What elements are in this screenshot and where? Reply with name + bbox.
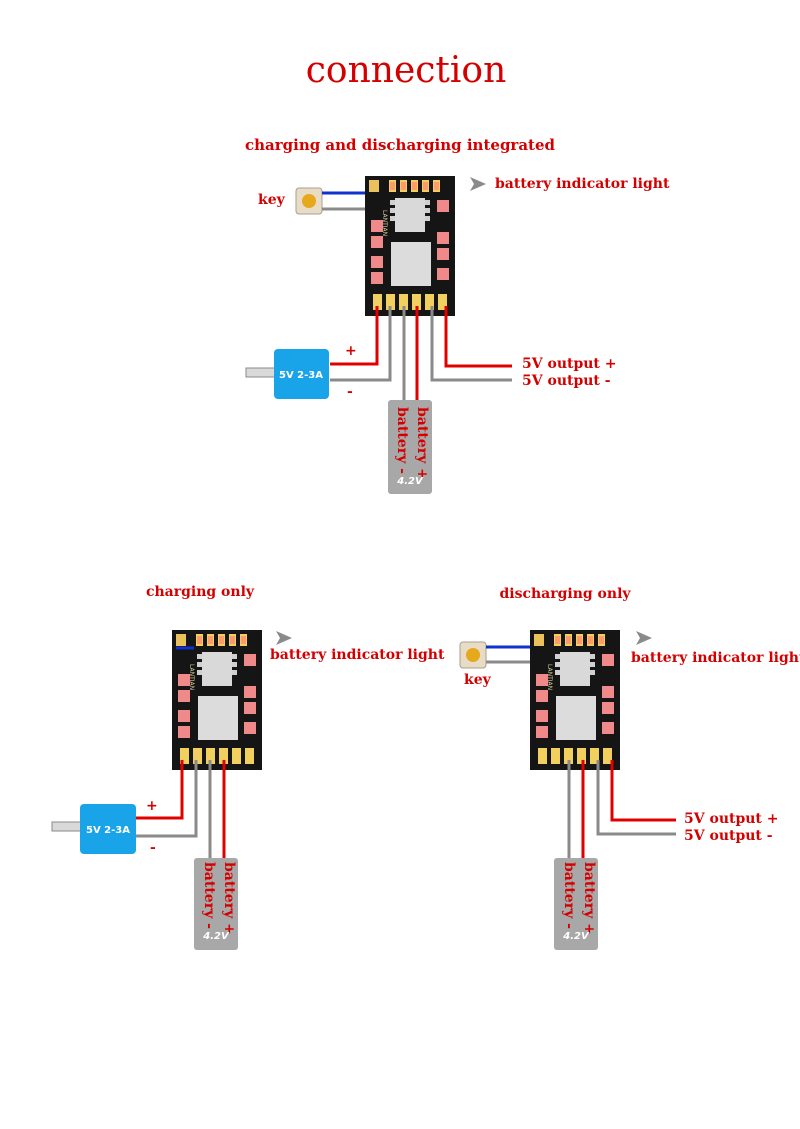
battery-plus-label-1: battery + xyxy=(414,407,430,480)
key-label-3: key xyxy=(464,672,492,688)
key-button-3 xyxy=(466,648,480,662)
adapter-plus-sign-1: + xyxy=(345,343,357,359)
adapter-wire-plus-2 xyxy=(136,760,184,820)
battery-voltage-3: 4.2V xyxy=(562,931,590,942)
output-wire-plus-3 xyxy=(610,760,676,822)
output-wire-minus-1 xyxy=(430,306,512,382)
diagram-integrated: charging and discharging integrated key … xyxy=(245,136,670,494)
output-plus-label-1: 5V output + xyxy=(522,356,617,372)
indicator-arrow-1 xyxy=(470,177,486,191)
indicator-label-1: battery indicator light xyxy=(495,176,670,192)
adapter-1 xyxy=(274,349,329,399)
page-title: connection xyxy=(306,50,507,91)
pcb-module-1: LANTIAN xyxy=(365,176,455,316)
adapter-plug-2 xyxy=(51,821,83,832)
diagram-1-heading: charging and discharging integrated xyxy=(245,136,556,154)
output-plus-label-3: 5V output + xyxy=(684,811,779,827)
pcb-module-3: LANTIAN xyxy=(530,630,620,770)
adapter-label-2: 5V 2-3A xyxy=(86,825,130,836)
output-minus-label-3: 5V output - xyxy=(684,828,773,844)
battery-1 xyxy=(388,400,432,494)
battery-3 xyxy=(554,858,598,950)
key-button-1 xyxy=(302,194,316,208)
adapter-minus-sign-2: - xyxy=(150,840,156,856)
adapter-wire-minus-2 xyxy=(136,760,198,838)
adapter-plug-1 xyxy=(245,367,277,378)
pcb-mark-1: LANTIAN xyxy=(381,210,388,236)
key-label-1: key xyxy=(258,192,286,208)
adapter-label-1: 5V 2-3A xyxy=(279,370,323,381)
battery-plus-label-2: battery + xyxy=(221,862,237,935)
battery-minus-label-3: battery - xyxy=(561,862,577,929)
pcb-module-2: LANTIAN xyxy=(172,630,262,770)
pcb-mark-2: LANTIAN xyxy=(188,664,195,690)
battery-voltage-1: 4.2V xyxy=(396,476,424,487)
battery-2 xyxy=(194,858,238,950)
battery-minus-label-1: battery - xyxy=(394,407,410,474)
diagram-2-heading: charging only xyxy=(146,584,255,600)
output-minus-label-1: 5V output - xyxy=(522,373,611,389)
adapter-minus-sign-1: - xyxy=(347,384,353,400)
indicator-label-3: battery indicator light xyxy=(631,650,800,666)
output-wire-plus-1 xyxy=(444,306,512,368)
pcb-mark-3: LANTIAN xyxy=(546,664,553,690)
diagram-charging-only: charging only LANTIAN battery indicator … xyxy=(51,584,445,950)
adapter-wire-minus-1 xyxy=(330,306,392,382)
adapter-plus-sign-2: + xyxy=(146,798,158,814)
battery-minus-label-2: battery - xyxy=(201,862,217,929)
battery-voltage-2: 4.2V xyxy=(202,931,230,942)
output-wire-minus-3 xyxy=(596,760,676,836)
indicator-label-2: battery indicator light xyxy=(270,647,445,663)
indicator-arrow-2 xyxy=(276,631,292,645)
adapter-wire-plus-1 xyxy=(330,306,379,366)
battery-plus-label-3: battery + xyxy=(581,862,597,935)
adapter-2 xyxy=(80,804,136,854)
diagram-3-heading: discharging only xyxy=(499,586,631,602)
indicator-arrow-3 xyxy=(636,631,652,645)
diagram-discharging-only: discharging only key LANTIAN battery ind… xyxy=(459,586,800,950)
